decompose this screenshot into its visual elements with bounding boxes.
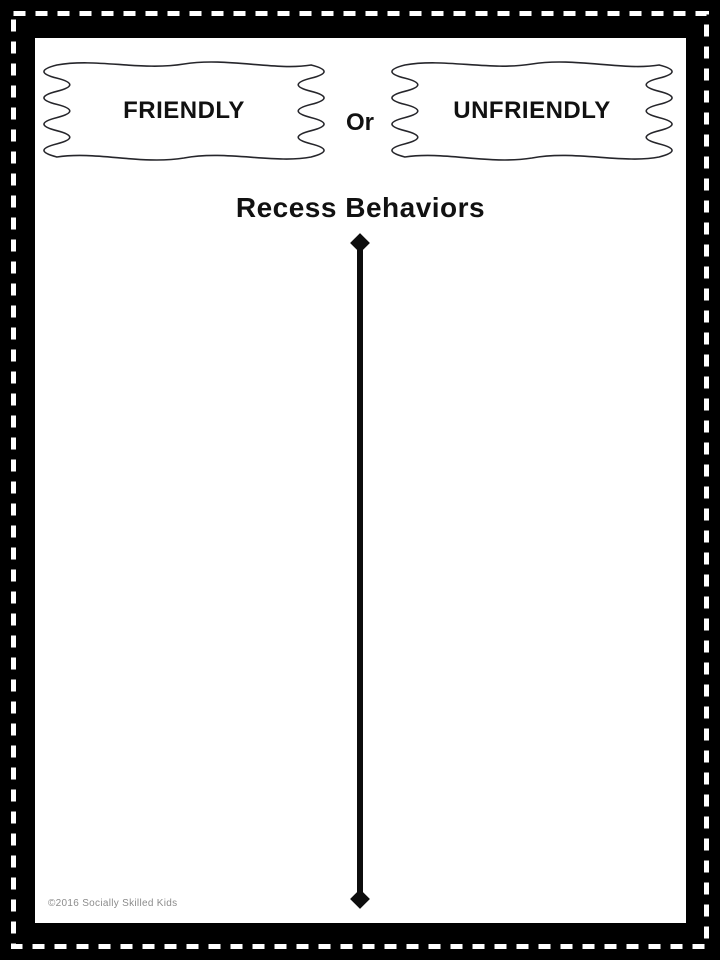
paper-content: FRIENDLY Or UNFRIENDLY Recess Behaviors … bbox=[35, 38, 686, 923]
divider-line bbox=[357, 245, 363, 897]
banner-friendly: FRIENDLY bbox=[37, 55, 331, 167]
banner-unfriendly: UNFRIENDLY bbox=[385, 55, 679, 167]
banner-friendly-label: FRIENDLY bbox=[123, 97, 245, 124]
diamond-bottom-icon bbox=[350, 889, 370, 909]
copyright-text: ©2016 Socially Skilled Kids bbox=[48, 898, 178, 909]
wavy-banner-path bbox=[43, 61, 325, 161]
wavy-banner-path bbox=[391, 61, 673, 161]
wavy-banner-shape bbox=[391, 61, 673, 161]
column-divider bbox=[349, 233, 371, 909]
page-title: Recess Behaviors bbox=[235, 192, 486, 223]
diamond-top-icon bbox=[350, 233, 370, 253]
banner-unfriendly-label: UNFRIENDLY bbox=[453, 97, 611, 124]
or-connector-label: Or bbox=[345, 109, 374, 136]
wavy-banner-shape bbox=[43, 61, 325, 161]
